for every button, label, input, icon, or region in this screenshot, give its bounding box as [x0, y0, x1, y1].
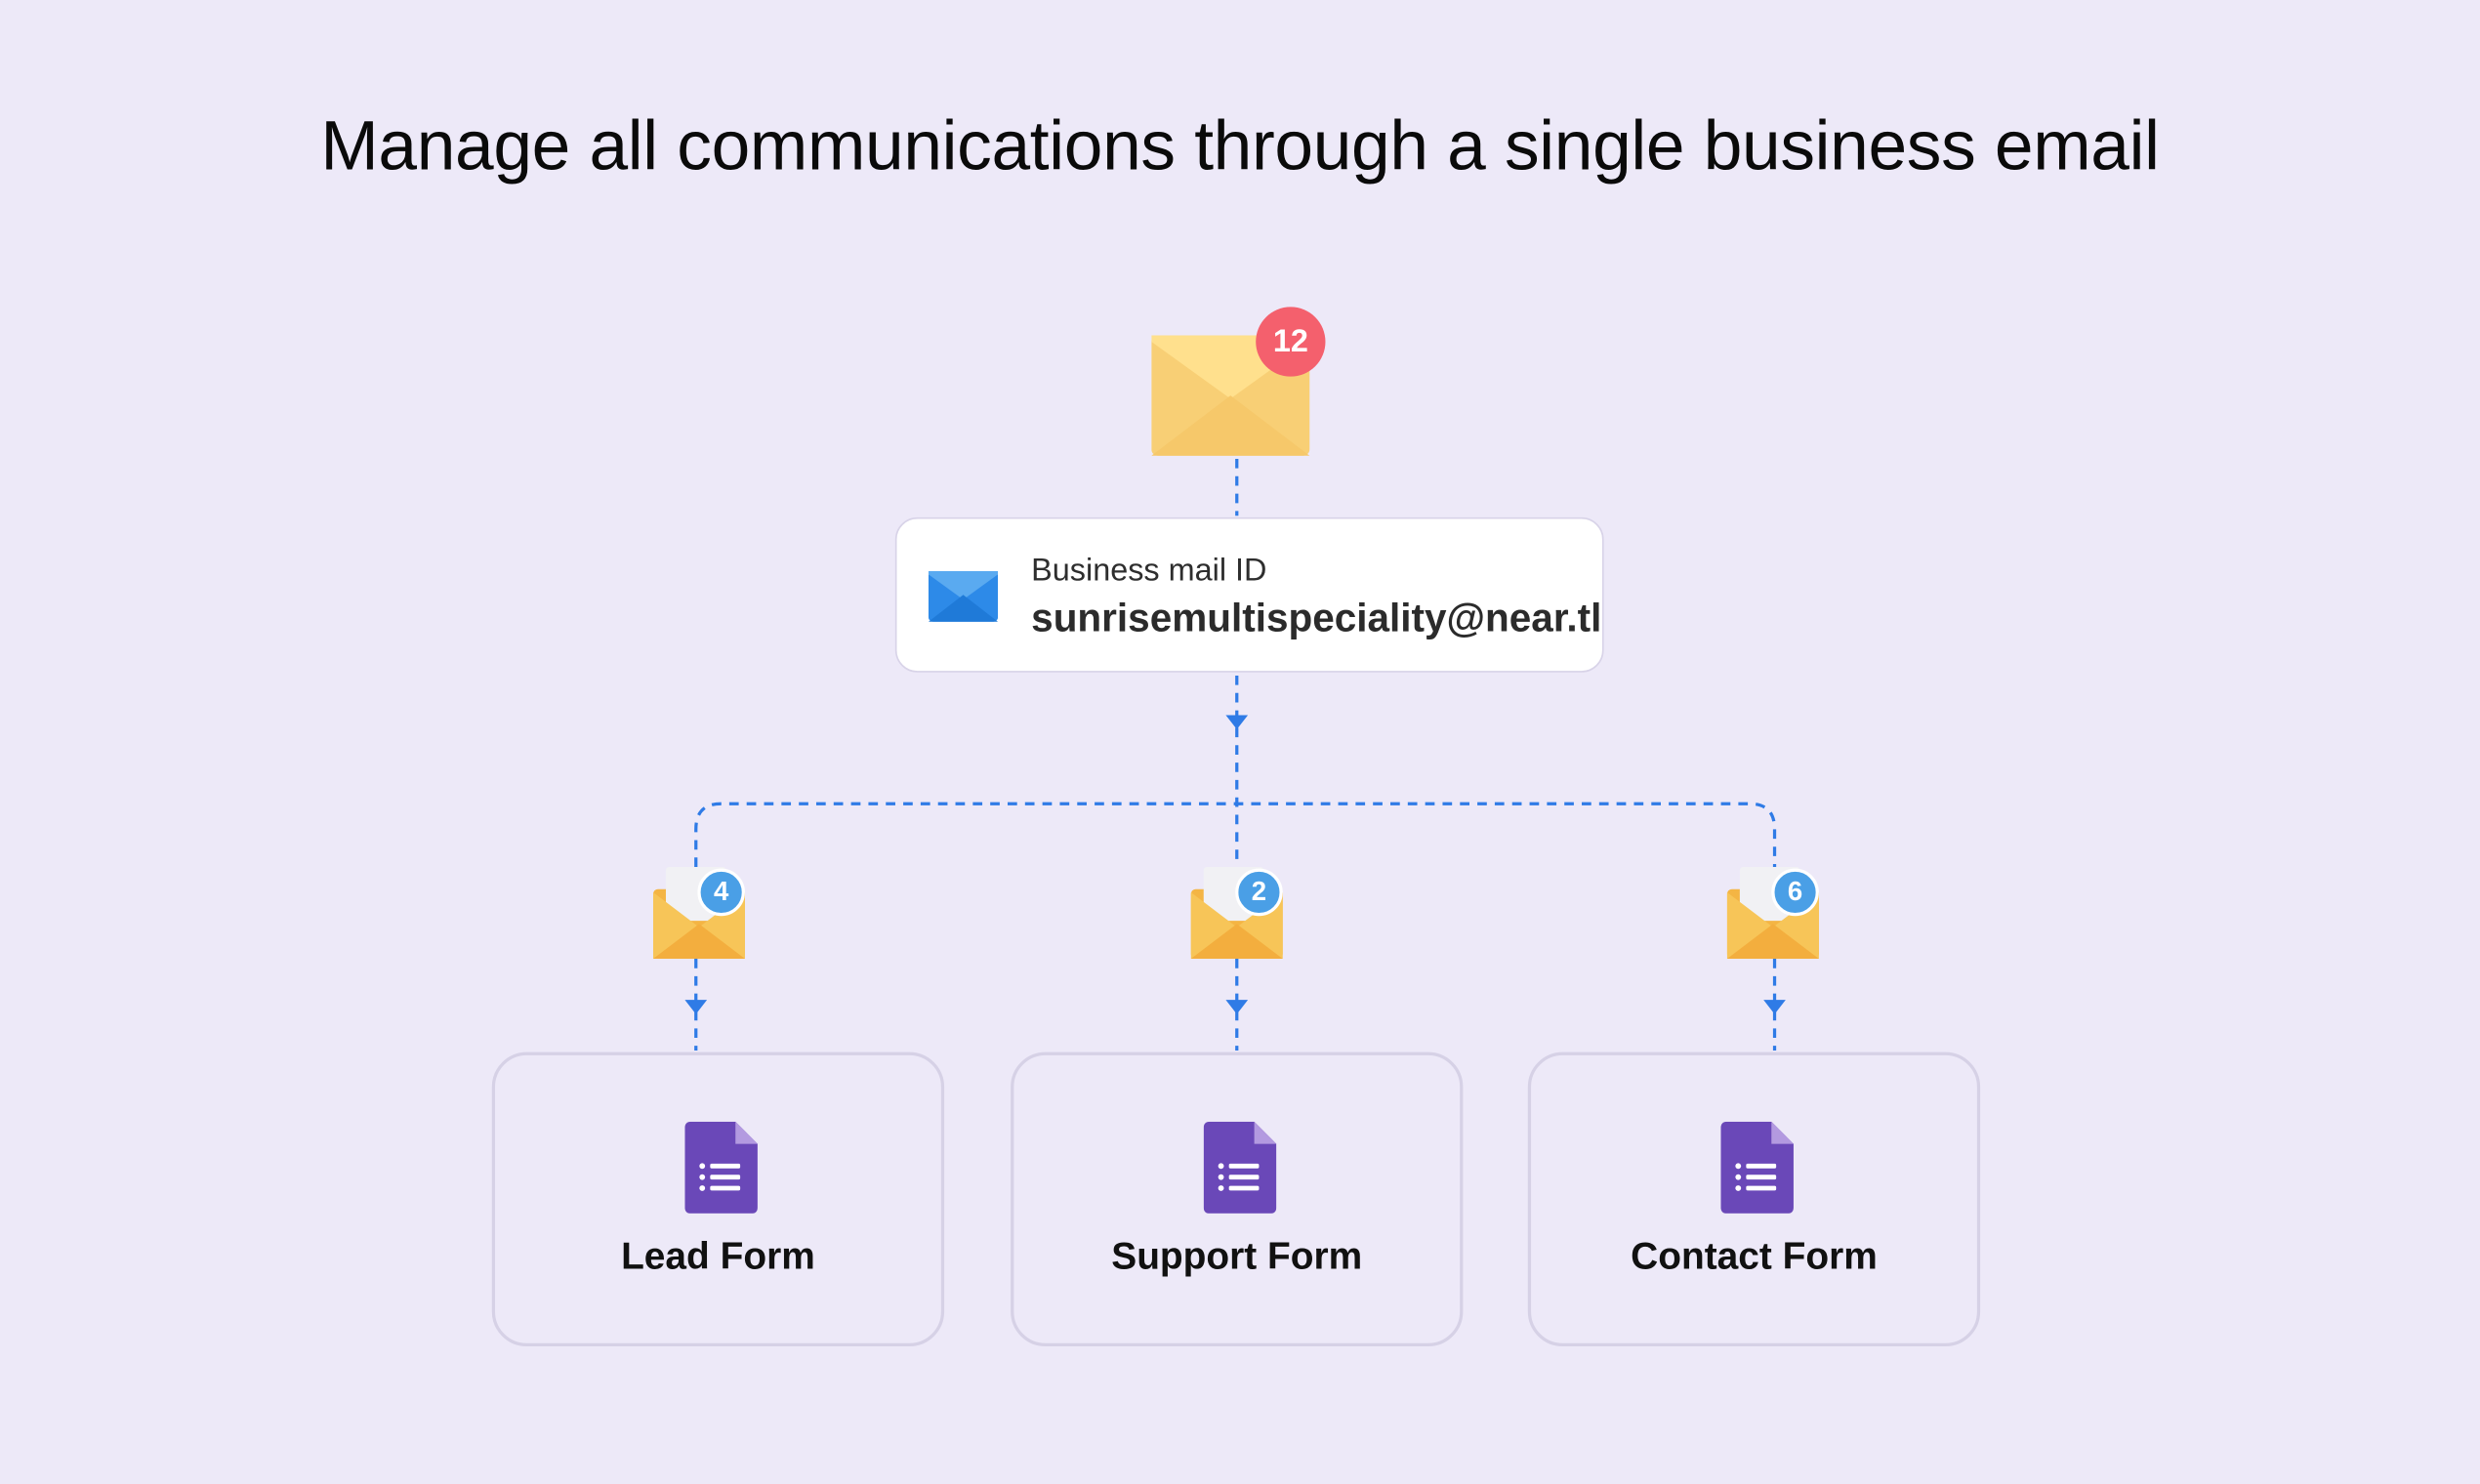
- arrow-support-down: [1225, 1000, 1249, 1014]
- arrow-lead-down: [684, 1000, 708, 1014]
- connector-split-branch: [694, 802, 1777, 868]
- google-form-icon: [684, 1121, 758, 1214]
- business-mail-address: sunrisemultispeciality@near.tl: [1031, 596, 1602, 641]
- google-form-icon: [1720, 1121, 1794, 1214]
- arrow-contact-down: [1763, 1000, 1786, 1014]
- support-form-label: Support Form: [1111, 1235, 1363, 1279]
- business-mail-label: Business mail ID: [1031, 554, 1267, 589]
- contact-count-badge: 6: [1771, 868, 1819, 917]
- business-mail-card: Business mail ID sunrisemultispeciality@…: [894, 516, 1604, 673]
- contact-envelope-icon: [1726, 867, 1819, 960]
- google-form-icon: [1203, 1121, 1277, 1214]
- lead-form-card[interactable]: Lead Form: [491, 1051, 945, 1347]
- inbox-count-badge: 12: [1256, 307, 1326, 377]
- support-count-badge: 2: [1235, 868, 1283, 917]
- contact-form-label: Contact Form: [1631, 1235, 1878, 1279]
- support-form-card[interactable]: Support Form: [1011, 1051, 1464, 1347]
- page-title: Manage all communications through a sing…: [320, 107, 2160, 186]
- mail-icon: [928, 571, 999, 622]
- lead-form-label: Lead Form: [621, 1235, 815, 1279]
- arrow-card-down: [1225, 715, 1249, 730]
- contact-form-card[interactable]: Contact Form: [1527, 1051, 1981, 1347]
- lead-count-badge: 4: [697, 868, 745, 917]
